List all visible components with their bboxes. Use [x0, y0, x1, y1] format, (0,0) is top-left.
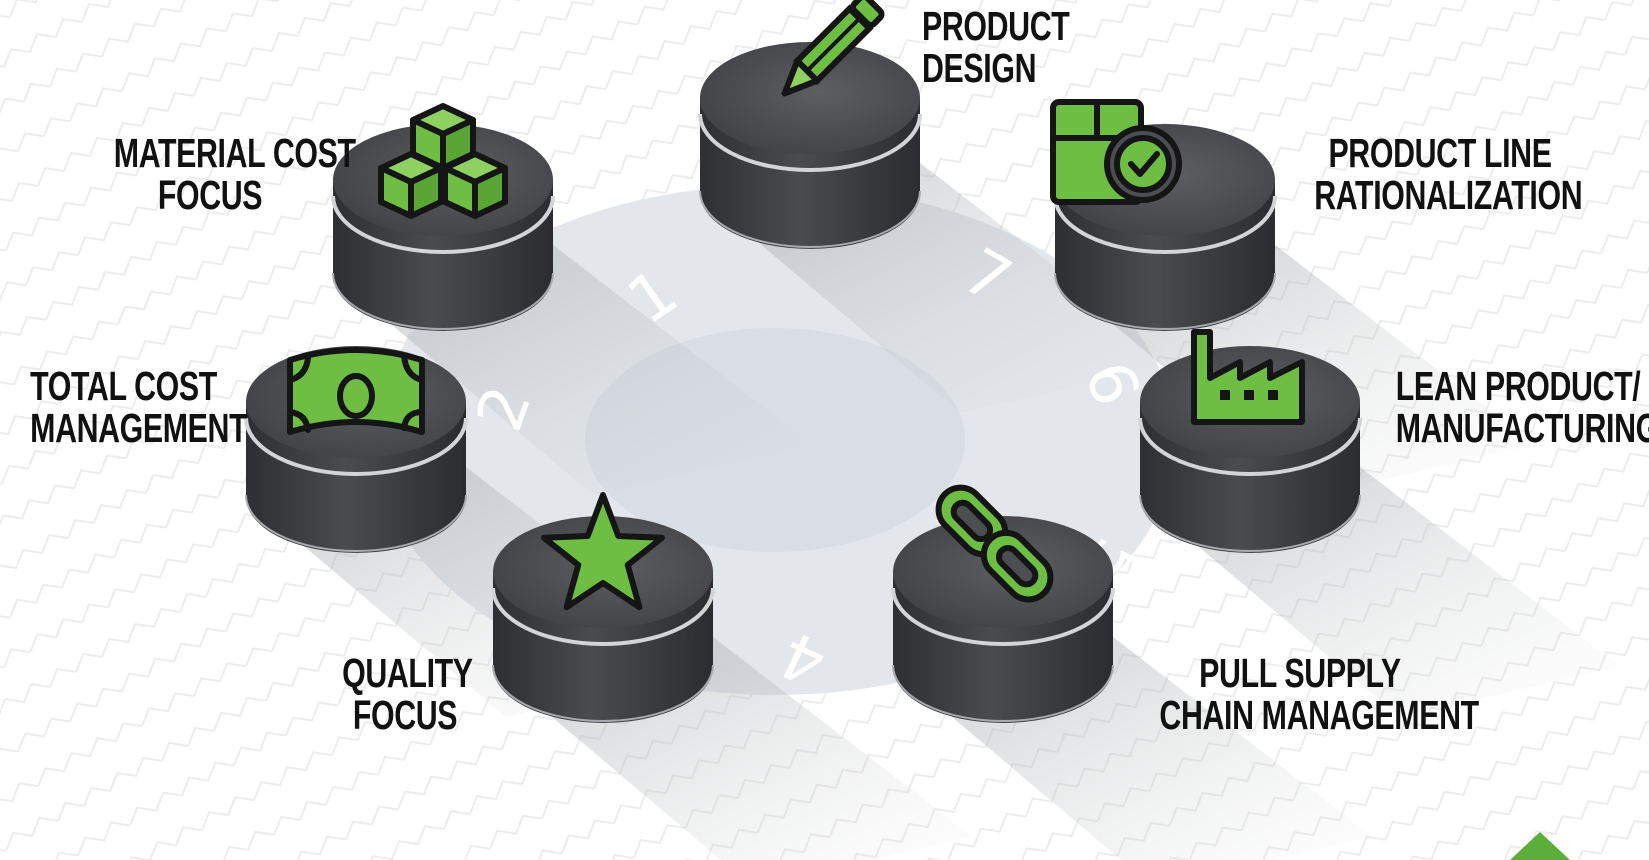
pencil-icon [781, 0, 885, 97]
cubes-icon [378, 103, 508, 219]
step-puck-7 [698, 0, 922, 249]
factory-icon [1191, 329, 1305, 425]
step-puck-1 [331, 103, 555, 331]
step-label-3-line-1: QUALITY [342, 650, 473, 696]
step-label-4-line-2: CHAIN MANAGEMENT [1159, 692, 1479, 738]
step-label-6-line-1: PRODUCT LINE [1328, 130, 1552, 176]
step-puck-5 [1138, 329, 1362, 553]
step-puck-3 [491, 492, 715, 723]
step-label-2-line-1: TOTAL COST [30, 363, 217, 409]
step-label-4: PULL SUPPLY CHAIN MANAGEMENT [1159, 650, 1479, 738]
step-puck-2 [244, 346, 468, 553]
corner-arrow-icon [1510, 832, 1570, 860]
step-label-4-line-1: PULL SUPPLY [1199, 650, 1401, 696]
step-label-2-line-2: MANAGEMENT [30, 405, 248, 451]
step-label-5-line-2: MANUFACTURING [1395, 405, 1649, 451]
step-label-1-line-2: FOCUS [157, 172, 263, 218]
chain-link-icon [935, 484, 1054, 603]
step-label-2: TOTAL COST MANAGEMENT [30, 363, 248, 451]
money-bill-icon [287, 347, 425, 435]
step-label-5-line-1: LEAN PRODUCT/ [1395, 363, 1641, 409]
step-label-7-line-2: DESIGN [922, 45, 1037, 91]
step-label-1-line-1: MATERIAL COST [113, 130, 356, 176]
step-label-3: QUALITY FOCUS [342, 650, 473, 738]
star-icon [541, 492, 665, 611]
step-label-6-line-2: RATIONALIZATION [1314, 172, 1583, 218]
step-label-7-line-1: PRODUCT [922, 3, 1070, 49]
box-check-icon [1050, 99, 1182, 205]
step-puck-6 [1050, 99, 1277, 331]
step-label-6: PRODUCT LINE RATIONALIZATION [1314, 130, 1583, 218]
step-label-7: PRODUCT DESIGN [922, 3, 1070, 91]
step-label-3-line-2: FOCUS [352, 692, 458, 738]
step-label-5: LEAN PRODUCT/ MANUFACTURING [1395, 363, 1649, 451]
step-puck-4 [891, 484, 1115, 723]
step-label-1: MATERIAL COST FOCUS [113, 130, 356, 218]
